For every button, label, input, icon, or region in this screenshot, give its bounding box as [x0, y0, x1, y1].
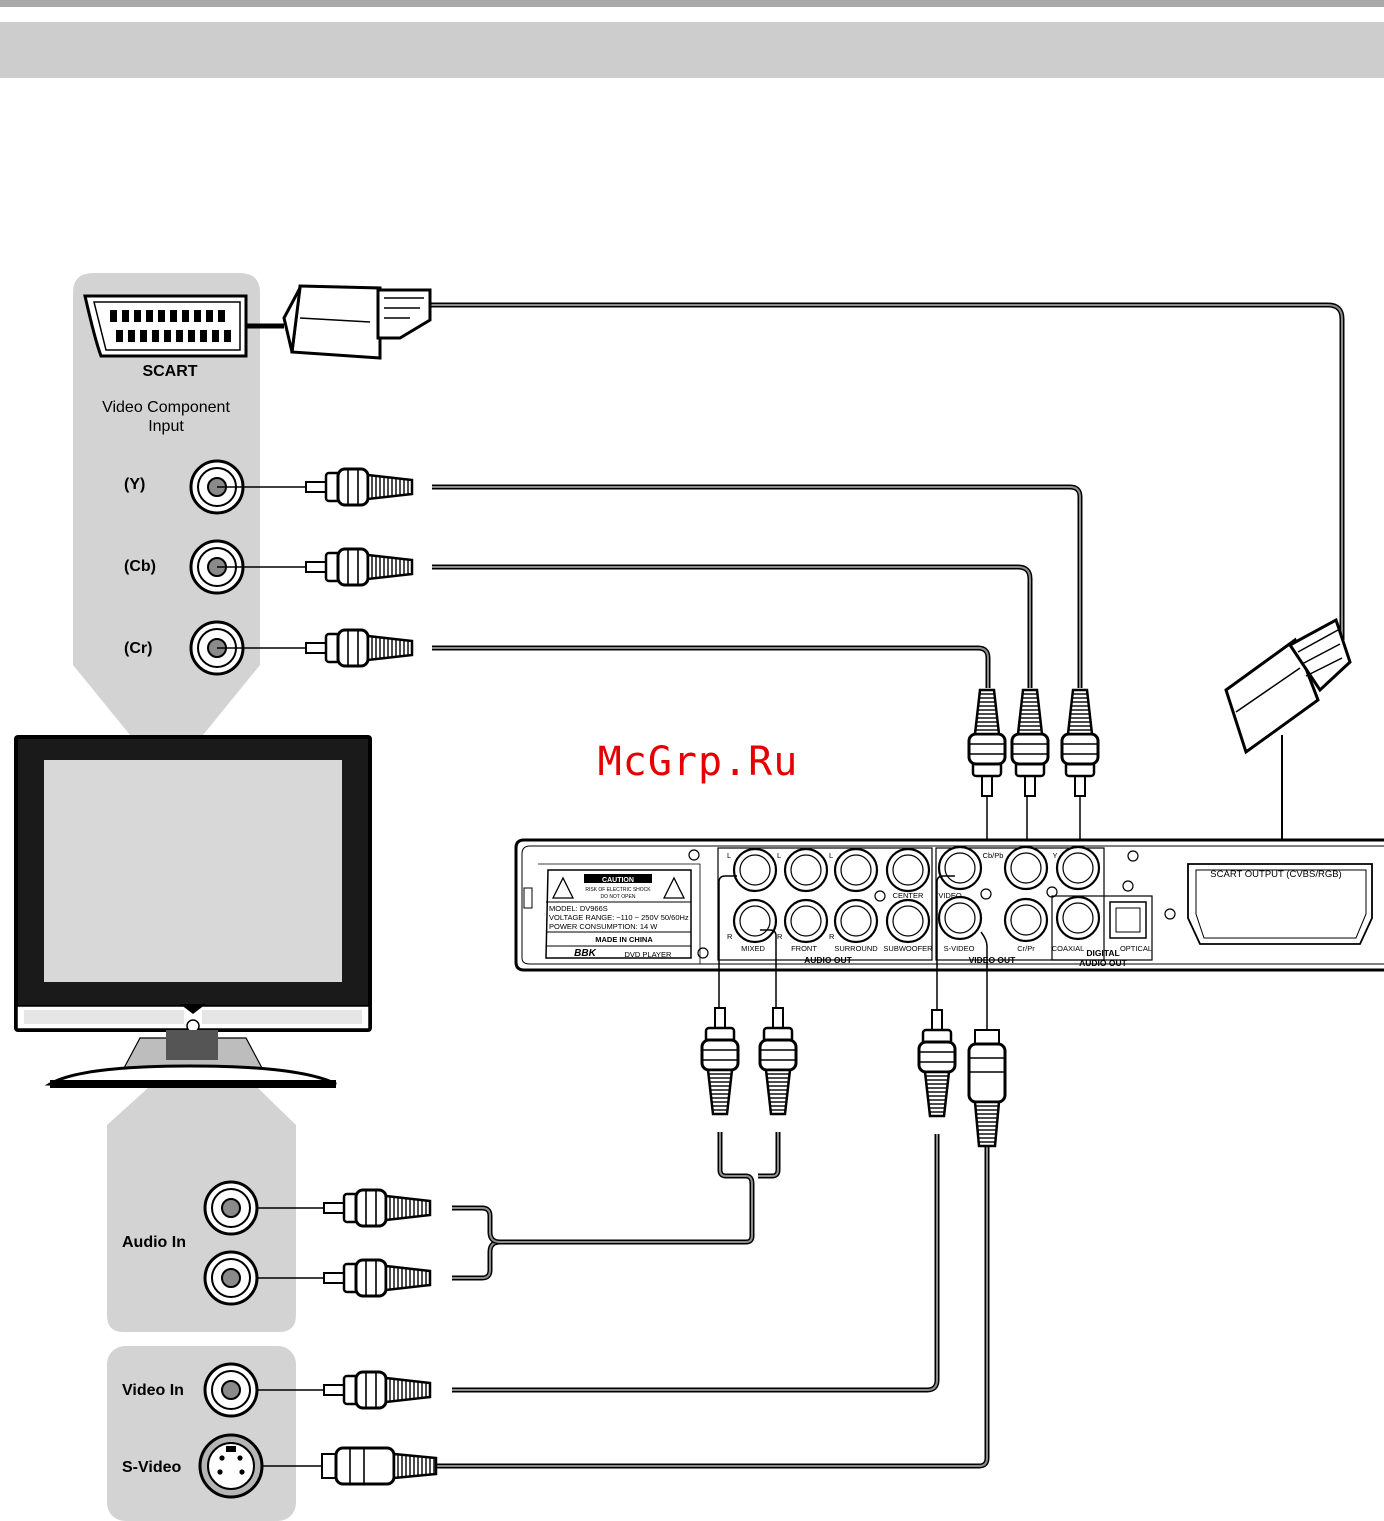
scart-cable: [246, 302, 1345, 920]
digital-label: DIGITAL: [1086, 948, 1119, 958]
port-video: [937, 845, 983, 891]
cbpb-label: Cb/Pb: [983, 851, 1004, 860]
port-coaxial: [1055, 895, 1101, 941]
audio-in-label: Audio In: [122, 1234, 186, 1251]
audio-r-2: R: [777, 932, 783, 941]
component-cables: [217, 484, 1083, 921]
coaxial-label: COAXIAL: [1052, 944, 1085, 953]
player-output-cables: [231, 875, 990, 1469]
voltage-text: VOLTAGE RANGE: ~110 ~ 250V 50/60Hz: [549, 913, 689, 922]
tv-cb-plug: [304, 547, 414, 587]
audio-input-panel: [107, 1088, 296, 1332]
port-center: [885, 847, 931, 893]
port-cr-pr: [1003, 897, 1049, 943]
mixed-label: MIXED: [741, 944, 765, 953]
subwoofer-label: SUBWOOFER: [883, 944, 933, 953]
audio-l-2: L: [777, 851, 781, 860]
crpr-label: Cr/Pr: [1017, 944, 1035, 953]
scart-output-label: SCART OUTPUT (CVBS/RGB): [1210, 869, 1341, 880]
player-audio-r-plug: [758, 1006, 798, 1116]
audio-in-l-jack: [203, 1180, 259, 1236]
video-out-label: VIDEO OUT: [969, 955, 1017, 965]
audio-in-r-plug: [322, 1258, 432, 1298]
audio-out-label: AUDIO OUT: [804, 955, 853, 965]
video-in-plug: [322, 1370, 432, 1410]
top-rule: [0, 0, 1384, 7]
svideo-label: S-Video: [122, 1459, 182, 1476]
digital-audio-out-label: AUDIO OUT: [1079, 958, 1128, 968]
tv-y-label: (Y): [124, 476, 145, 493]
svideo-label: S-VIDEO: [944, 944, 975, 953]
port-s-video: [937, 895, 983, 941]
brand-logo: BBK: [574, 948, 596, 959]
tv-y-plug: [304, 467, 414, 507]
port-mixed-r: [732, 898, 778, 944]
tv-scart-socket: [83, 294, 248, 358]
caution-title: CAUTION: [602, 877, 634, 884]
video-in-jack: [203, 1362, 259, 1418]
tv-cr-plug: [304, 628, 414, 668]
video-label: VIDEO: [938, 891, 962, 900]
center-label: CENTER: [893, 891, 924, 900]
port-y: [1055, 845, 1101, 891]
power-text: POWER CONSUMPTION: 14 W: [549, 922, 658, 931]
tv-cb-label: (Cb): [124, 558, 156, 575]
audio-l-1: L: [727, 851, 731, 860]
port-surround-l: [833, 847, 879, 893]
svideo-in-plug: [321, 1446, 438, 1486]
caution-line1: RISK OF ELECTRIC SHOCK: [585, 887, 651, 893]
port-front-r: [783, 898, 829, 944]
port-mixed-l: [732, 847, 778, 893]
header-band: [0, 22, 1384, 78]
caution-line2: DO NOT OPEN: [601, 894, 636, 900]
y-label: Y: [1052, 851, 1057, 860]
player-y-plug: [1060, 688, 1100, 798]
audio-r-1: R: [727, 932, 733, 941]
port-subwoofer: [885, 898, 931, 944]
svideo-jack: [198, 1433, 264, 1499]
watermark: McGrp.Ru: [598, 739, 799, 785]
surround-label: SURROUND: [834, 944, 878, 953]
player-video-plug: [917, 1008, 957, 1118]
tv-input-panel: [73, 273, 260, 735]
player-audio-l-plug: [700, 1006, 740, 1116]
video-input-panel: [107, 1346, 296, 1521]
player-cb-plug: [1010, 688, 1050, 798]
scart-plug-tv-end: [282, 284, 432, 360]
tv-monitor: [14, 735, 372, 1088]
port-front-l: [783, 847, 829, 893]
port-cb-pb: [1003, 845, 1049, 891]
player-svideo-plug: [967, 1029, 1007, 1148]
audio-l-3: L: [829, 851, 833, 860]
optical-label: OPTICAL: [1120, 944, 1152, 953]
port-surround-r: [833, 898, 879, 944]
scart-plug-player-end: [1224, 617, 1352, 755]
audio-r-3: R: [829, 932, 835, 941]
component-title-line2: Input: [148, 418, 184, 435]
made-in-text: MADE IN CHINA: [595, 935, 653, 944]
player-cr-plug: [967, 688, 1007, 798]
video-in-label: Video In: [122, 1382, 184, 1399]
tv-cr-label: (Cr): [124, 640, 152, 657]
audio-in-l-plug: [322, 1188, 432, 1228]
front-label: FRONT: [791, 944, 817, 953]
audio-in-r-jack: [203, 1250, 259, 1306]
component-title-line1: Video Component: [102, 399, 230, 416]
product-text: DVD PLAYER: [625, 950, 673, 959]
scart-label: SCART: [142, 363, 197, 380]
model-text: MODEL: DV966S: [549, 904, 608, 913]
